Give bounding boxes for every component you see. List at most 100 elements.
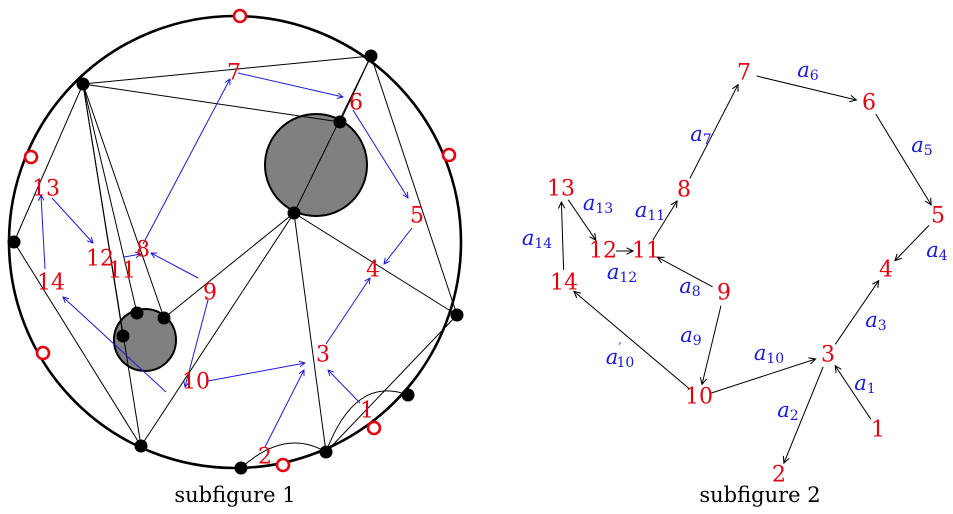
edge-label-subscript: 8 <box>692 284 701 300</box>
graph-edge-9-11 <box>657 257 713 288</box>
boundary-marked-points <box>23 8 457 473</box>
marked-point <box>441 147 457 163</box>
edge-label-letter: a <box>777 398 790 422</box>
graph-node-13: 13 <box>547 177 575 202</box>
edge-label-subscript: 3 <box>878 318 887 334</box>
edge-label-a11: a11 <box>635 198 665 224</box>
node-label-9: 9 <box>203 281 217 306</box>
marked-point <box>23 149 39 165</box>
graph-node-5: 5 <box>931 204 945 229</box>
edge-label-letter: a <box>583 191 596 215</box>
triangulation-edges <box>13 55 458 469</box>
edge-label-a14: a14 <box>522 226 552 252</box>
edge-label-prime: ′ <box>618 341 621 357</box>
edge-label-a1: a1 <box>854 371 875 397</box>
node-label-3: 3 <box>316 343 330 368</box>
edge-label-letter: a <box>635 198 648 222</box>
graph-edge-6-5 <box>875 113 931 205</box>
marked-point <box>366 420 382 436</box>
path-arrows <box>41 72 413 448</box>
vertex-dot <box>234 461 248 475</box>
edge-label-subscript: 5 <box>924 143 933 159</box>
edge-label-a6: a6 <box>797 58 819 84</box>
vertex-dot <box>130 306 144 320</box>
graph-node-1: 1 <box>871 418 885 443</box>
vertex-dot <box>287 206 301 220</box>
edge-label-a8: a8 <box>679 274 700 300</box>
node-label-12: 12 <box>86 247 114 272</box>
node-label-4: 4 <box>366 258 380 283</box>
vertex-dot <box>7 235 21 249</box>
node-label-11: 11 <box>108 259 136 284</box>
graph-edge-8-7 <box>689 85 738 179</box>
marked-point <box>35 345 51 361</box>
edge-label-letter: a <box>926 238 939 262</box>
graph-edge-9-10 <box>702 305 722 385</box>
node-label-14: 14 <box>37 271 65 296</box>
marked-point <box>232 8 248 24</box>
graph-node-10: 10 <box>685 385 713 410</box>
edge-label-subscript: 10 <box>766 351 784 367</box>
node-label-13: 13 <box>32 177 60 202</box>
edge-label-a7: a7 <box>690 122 711 148</box>
edge-label-a13: a13 <box>583 191 613 217</box>
graph-node-12: 12 <box>589 239 617 264</box>
edge-label-subscript: 14 <box>534 236 552 252</box>
vertex-dot <box>319 445 333 459</box>
edge-label-letter: a <box>797 58 810 82</box>
graph-edge-13-12 <box>567 199 595 240</box>
vertex-dot <box>450 308 464 322</box>
edge-label-subscript: 11 <box>647 208 665 224</box>
edge-label-a12: a12 <box>607 260 637 286</box>
edge-label-a10-prime: a′10 <box>606 341 635 371</box>
node-label-1: 1 <box>360 399 374 424</box>
graph-node-4: 4 <box>879 258 893 283</box>
node-label-8: 8 <box>136 238 150 263</box>
vertex-dot <box>333 115 347 129</box>
graph-edge-10-3 <box>711 359 815 394</box>
edge-label-a2: a2 <box>777 398 798 424</box>
vertex-dot <box>116 329 130 343</box>
hole-small <box>113 308 177 372</box>
vertex-dot <box>364 49 378 63</box>
hole-large <box>264 113 368 217</box>
edge-label-subscript: 1 <box>867 381 876 397</box>
node-label-6: 6 <box>349 91 363 116</box>
subfigure-1-labels: 1 2 3 4 5 6 7 8 9 10 11 12 13 14 <box>32 61 424 470</box>
edge-label-subscript: 7 <box>703 132 712 148</box>
node-label-5: 5 <box>410 204 424 229</box>
graph-node-11: 11 <box>632 239 660 264</box>
edge-label-subscript: 12 <box>619 270 637 286</box>
graph-node-9: 9 <box>717 281 731 306</box>
graph-edge-3-2 <box>784 366 824 463</box>
graph-node-8: 8 <box>677 178 691 203</box>
graph-node-7: 7 <box>737 61 751 86</box>
edge-label-a3: a3 <box>865 308 886 334</box>
node-label-10: 10 <box>182 370 210 395</box>
node-label-7: 7 <box>227 61 241 86</box>
vertex-dot <box>401 388 415 402</box>
edge-label-letter: a <box>522 226 535 250</box>
graph-node-6: 6 <box>862 91 876 116</box>
subfigure-2-caption: subfigure 2 <box>699 483 820 507</box>
edge-label-letter: a <box>854 371 867 395</box>
edge-label-subscript: 10 <box>616 355 634 371</box>
edge-label-letter: a <box>606 345 619 369</box>
edge-label-letter: a <box>911 133 924 157</box>
vertex-dot <box>134 439 148 453</box>
edge-label-a5: a5 <box>911 133 932 159</box>
edge-label-subscript: 13 <box>595 201 613 217</box>
edge-label-letter: a <box>754 341 767 365</box>
graph-node-3: 3 <box>821 343 835 368</box>
graph-edge-14-13 <box>561 202 563 271</box>
vertex-dot <box>157 311 171 325</box>
edge-label-subscript: 9 <box>693 333 702 349</box>
subfigure-2-edges <box>561 75 931 463</box>
graph-edge-5-4 <box>895 225 930 260</box>
edge-label-letter: a <box>679 274 692 298</box>
subfigure-1-caption: subfigure 1 <box>174 483 295 507</box>
